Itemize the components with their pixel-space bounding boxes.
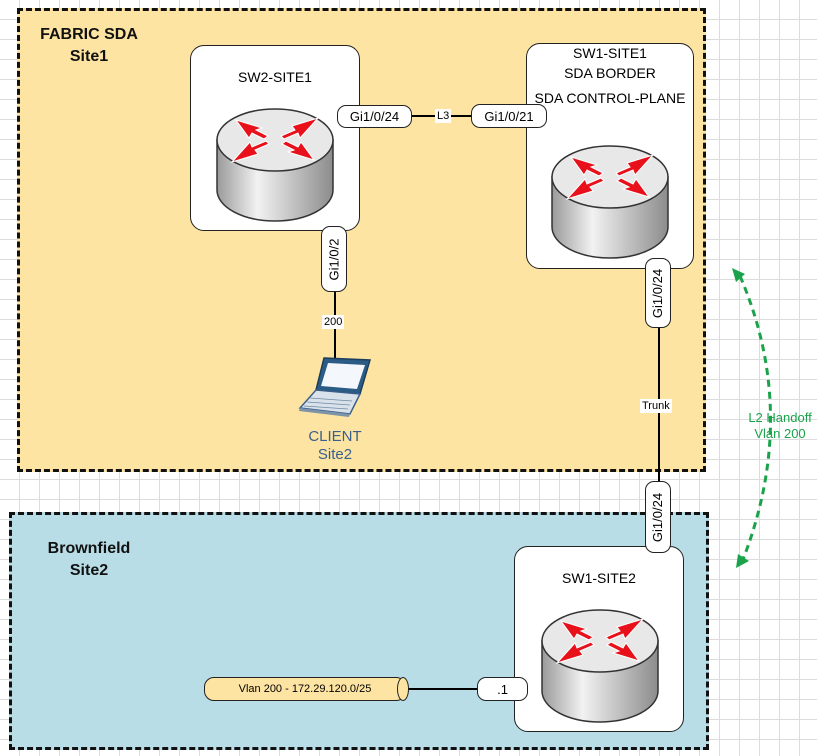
port-sw1site2-ip-label: .1 [497, 681, 508, 697]
client-label: CLIENT Site2 [292, 428, 378, 464]
l2-handoff-note: L2 Handoff Vlan 200 [742, 410, 817, 442]
sw1-site2-name: SW1-SITE2 [562, 570, 636, 586]
laptop-icon[interactable] [296, 354, 376, 420]
sw1-site1-name-line2: SDA BORDER [564, 65, 656, 81]
port-sw2-gi1-0-2-label: Gi1/0/2 [326, 238, 342, 280]
sw1-site2-device[interactable]: SW1-SITE2 [514, 546, 684, 732]
fabric-zone-title: FABRIC SDA Site1 [34, 24, 144, 68]
port-sw1-gi1-0-21[interactable]: Gi1/0/21 [471, 104, 547, 128]
sw2-site1-device[interactable]: SW2-SITE1 [190, 45, 360, 231]
l2-handoff-line2: Vlan 200 [754, 426, 806, 441]
fabric-zone-title-line2: Site1 [69, 48, 109, 65]
port-sw2-gi1-0-24-label: Gi1/0/24 [349, 109, 400, 124]
link-label-trunk: Trunk [640, 399, 672, 413]
sw1-site1-name-line3: SDA CONTROL-PLANE [534, 90, 686, 106]
port-sw1site1-gi1-0-24[interactable]: Gi1/0/24 [645, 258, 671, 328]
vlan200-segment[interactable]: Vlan 200 - 172.29.120.0/25 [204, 677, 406, 701]
port-sw1-gi1-0-21-label: Gi1/0/21 [484, 108, 534, 124]
router-icon [216, 108, 334, 222]
sw1-site1-name-line1: SW1-SITE1 [573, 45, 647, 61]
vlan200-segment-cap [397, 677, 409, 701]
l2-handoff-arrow [738, 275, 772, 563]
brownfield-zone-title-line1: Brownfield [47, 540, 131, 557]
l2-handoff-line1: L2 Handoff [748, 410, 812, 425]
port-sw1site1-gi1-0-24-label: Gi1/0/24 [650, 268, 666, 318]
link-label-vlan200: 200 [322, 315, 345, 329]
port-sw1site2-ip[interactable]: .1 [477, 677, 528, 701]
brownfield-zone-title-line2: Site2 [69, 562, 109, 579]
client-label-line1: CLIENT [308, 428, 362, 445]
port-sw2-gi1-0-2[interactable]: Gi1/0/2 [321, 226, 347, 292]
router-icon [541, 609, 659, 723]
client-label-line2: Site2 [317, 446, 353, 463]
port-sw2-gi1-0-24[interactable]: Gi1/0/24 [337, 105, 412, 128]
sw1-site1-device[interactable]: SW1-SITE1 SDA BORDER SDA CONTROL-PLANE [526, 43, 694, 269]
port-sw1site2-gi1-0-24[interactable]: Gi1/0/24 [645, 481, 671, 553]
link-label-l3: L3 [435, 109, 452, 123]
sw2-site1-name: SW2-SITE1 [238, 69, 312, 85]
router-icon [551, 145, 669, 259]
vlan200-segment-label: Vlan 200 - 172.29.120.0/25 [238, 683, 372, 695]
brownfield-zone-title: Brownfield Site2 [34, 538, 144, 582]
port-sw1site2-gi1-0-24-label: Gi1/0/24 [650, 492, 666, 542]
fabric-zone-title-line1: FABRIC SDA [40, 26, 138, 43]
